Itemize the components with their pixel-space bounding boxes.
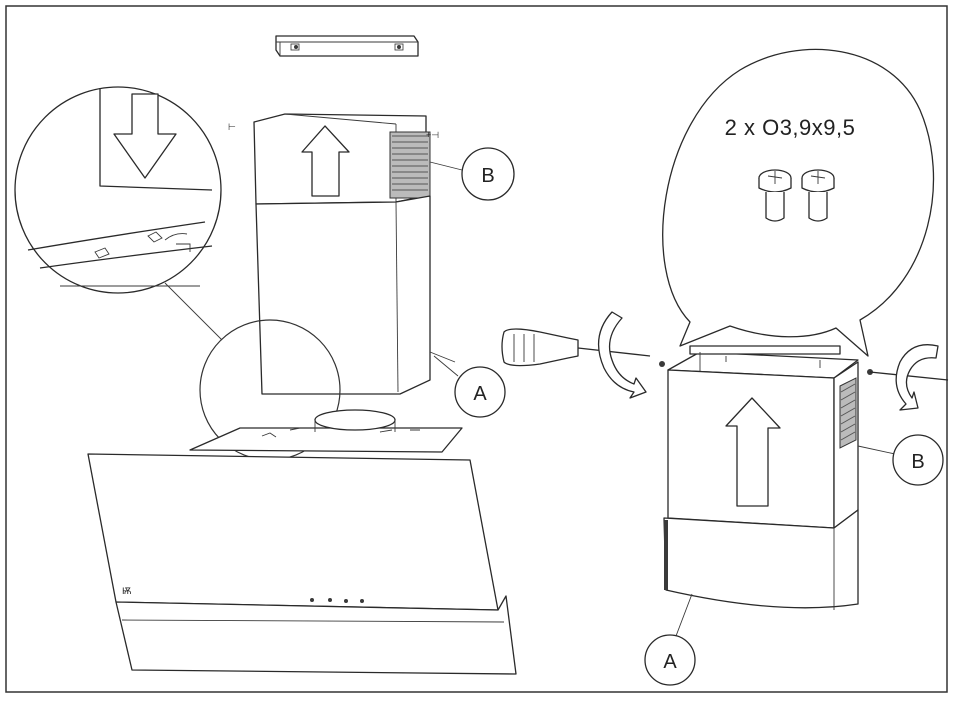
callout-a-left: A xyxy=(433,355,506,418)
screw-icon xyxy=(801,169,835,222)
callout-b-left-label: B xyxy=(481,165,494,187)
screwdriver-icon xyxy=(501,328,651,367)
vent-grille-right xyxy=(839,377,857,449)
up-arrow-icon xyxy=(725,397,781,507)
callout-a-right-label: A xyxy=(663,651,677,673)
detail-leader xyxy=(164,282,223,341)
detail-magnifier-left xyxy=(14,86,222,294)
chimney-right xyxy=(659,345,949,610)
up-arrow-icon xyxy=(301,125,350,197)
vent-grille-left xyxy=(389,131,431,199)
hood-body: Ѭ xyxy=(87,409,517,675)
exhaust-collar xyxy=(314,409,396,431)
rotate-arrow-icon xyxy=(597,311,647,399)
rotate-arrow-icon xyxy=(895,344,939,411)
chimney-upper-left: ⊢ +⊣ xyxy=(228,113,439,205)
svg-text:+⊣: +⊣ xyxy=(426,130,439,140)
callout-b-right-label: B xyxy=(911,451,924,473)
down-arrow-icon xyxy=(113,93,177,179)
callout-b-right: B xyxy=(857,434,944,486)
detail-magnifier-right: 2 x O3,9x9,5 xyxy=(662,48,935,357)
mounting-bracket xyxy=(275,35,419,57)
screw-icon xyxy=(758,169,792,222)
callout-a-right: A xyxy=(644,593,696,686)
screw-spec-label: 2 x O3,9x9,5 xyxy=(725,115,856,140)
svg-text:Ѭ: Ѭ xyxy=(122,586,131,596)
callout-a-left-label: A xyxy=(473,383,487,405)
callout-b-left: B xyxy=(429,147,515,201)
svg-text:⊢: ⊢ xyxy=(228,122,236,132)
